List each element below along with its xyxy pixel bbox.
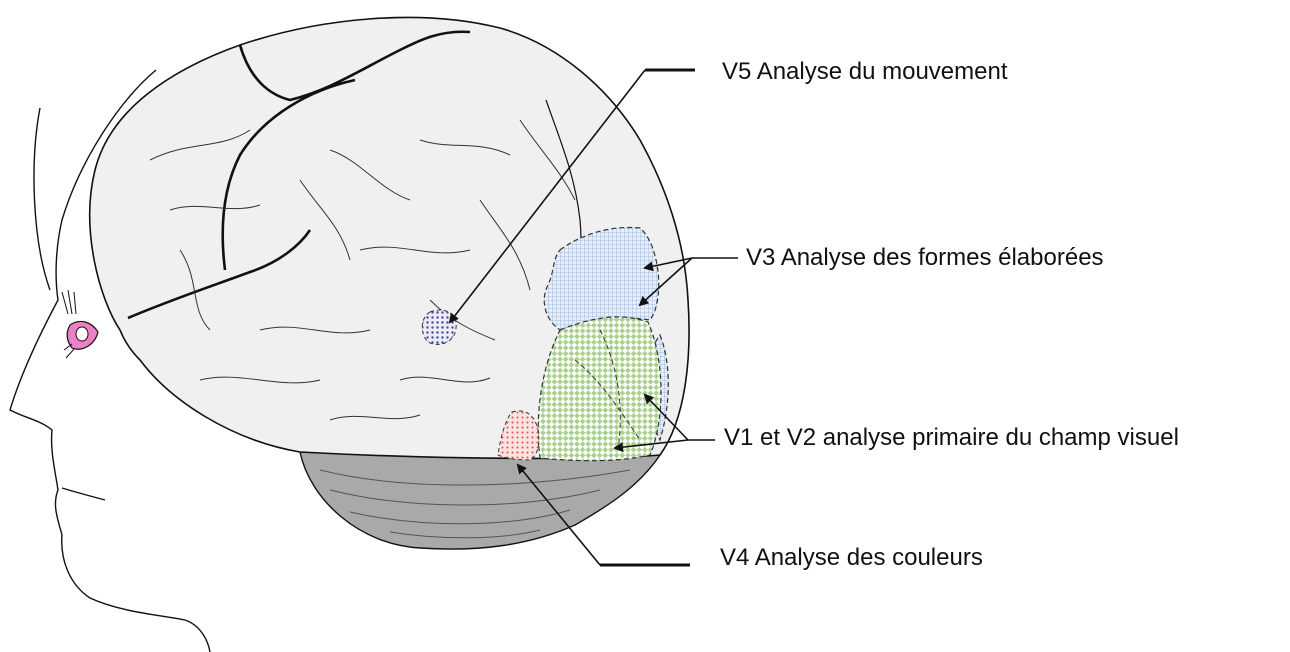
callout-v3 [638, 257, 738, 307]
eye-icon [61, 289, 99, 359]
cerebellum [299, 451, 662, 550]
label-v1-v2-primary: V1 et V2 analyse primaire du champ visue… [724, 424, 1179, 451]
area-v5 [421, 309, 457, 345]
area-v1-v2 [537, 316, 662, 462]
callout-v4 [516, 463, 690, 567]
label-v4-colors: V4 Analyse des couleurs [720, 544, 983, 571]
callout-v5 [448, 68, 695, 324]
head-profile [9, 69, 211, 652]
label-v5-motion: V5 Analyse du mouvement [722, 58, 1008, 85]
area-v4 [497, 410, 540, 461]
label-v3-forms: V3 Analyse des formes élaborées [746, 244, 1104, 271]
callout-v1-v2 [613, 393, 715, 453]
